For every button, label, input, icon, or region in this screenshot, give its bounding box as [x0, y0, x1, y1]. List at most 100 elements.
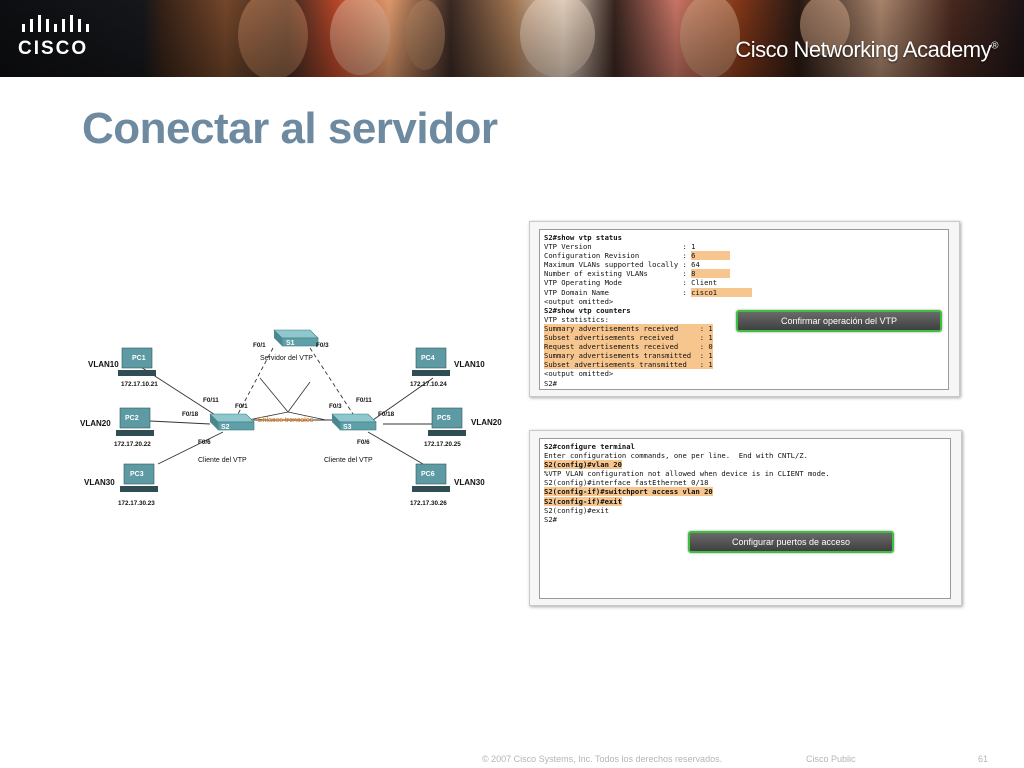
terminal-line: S2(config)#interface fastEthernet 0/18: [544, 478, 950, 487]
header-banner: CISCO Cisco Networking Academy®: [0, 0, 1024, 77]
terminal-line: Enter configuration commands, one per li…: [544, 451, 950, 460]
terminal-line: VTP Operating Mode : Client: [544, 278, 948, 287]
pc-6-vlan: VLAN30: [454, 478, 485, 487]
terminal-line-text: <output omitted>: [544, 296, 614, 306]
trunk-arrows: [247, 377, 327, 421]
pc-5-name: PC5: [437, 415, 451, 422]
pc-3-ip: 172.17.30.23: [118, 500, 155, 507]
pc-3-name: PC3: [130, 471, 144, 478]
footer-page-number: 61: [978, 754, 989, 764]
pc-1: PC1: [118, 347, 156, 376]
terminal-line-text: S2(config-if)#exit: [544, 496, 622, 506]
cisco-bars-icon: [22, 15, 89, 32]
pc-4-ip: 172.17.10.24: [410, 381, 447, 388]
terminal-line: S2(config)#exit: [544, 506, 950, 515]
pc-4-name: PC4: [421, 355, 435, 362]
link-pc3-s2: [157, 431, 224, 465]
trunk-label: Enlaces troncales: [258, 417, 314, 424]
network-diagram: S1 S2 S3 PC1 PC2 PC3: [78, 318, 508, 518]
terminal-line-text: S2(config)#exit: [544, 505, 609, 515]
banner-shade: [0, 0, 1024, 77]
pc-2-name: PC2: [125, 415, 139, 422]
footer-classification: Cisco Public: [806, 754, 856, 764]
port-s1-right: F0/3: [316, 342, 329, 349]
pc-4-vlan: VLAN10: [454, 360, 485, 369]
pc-6: PC6: [412, 463, 450, 492]
terminal-line: Number of existing VLANs : 8: [544, 269, 948, 279]
terminal-line: VTP Domain Name : cisco1: [544, 287, 948, 297]
switch-s3-label: S3: [343, 424, 352, 431]
trunk-s1-s3: [309, 347, 354, 415]
terminal-line: Summary advertisements received : 1: [544, 323, 948, 333]
pc-1-ip: 172.17.10.21: [121, 381, 158, 388]
terminal-line: S2(config-if)#exit: [544, 496, 950, 506]
terminal-line: Request advertisements received : 0: [544, 342, 948, 352]
terminal-line: <output omitted>: [544, 369, 948, 378]
port-s1-left: F0/1: [253, 342, 266, 349]
terminal-line-text: VTP Version : 1: [544, 242, 696, 252]
pc-1-vlan: VLAN10: [88, 360, 119, 369]
configure-access-ports-button[interactable]: Configurar puertos de acceso: [688, 531, 894, 553]
port-s3-bottom: F0/6: [357, 439, 370, 446]
terminal-line: Subset advertisements received : 1: [544, 333, 948, 343]
terminal-line: S2#: [544, 515, 950, 524]
terminal-line: Subset advertisements transmitted : 1: [544, 360, 948, 370]
academy-name-text: Cisco Networking Academy: [735, 37, 992, 62]
terminal-line-text: S2(config)#interface fastEthernet 0/18: [544, 478, 709, 488]
switch-s1: S1: [273, 329, 319, 347]
terminal-line-text: S2#: [544, 514, 557, 524]
terminal-line-text: Number of existing VLANs :: [544, 269, 692, 279]
port-s2-top-left: F0/11: [203, 397, 219, 404]
terminal-line: Maximum VLANs supported locally : 64: [544, 260, 948, 269]
pc-2-vlan: VLAN20: [80, 419, 111, 428]
switch-s1-role: Servidor del VTP: [260, 355, 313, 362]
pc-6-name: PC6: [421, 471, 435, 478]
switch-s2-role: Cliente del VTP: [198, 457, 247, 464]
confirm-vtp-button[interactable]: Confirmar operación del VTP: [736, 310, 942, 332]
terminal-line: VTP Version : 1: [544, 242, 948, 251]
terminal-line-text: %VTP VLAN configuration not allowed when…: [544, 469, 830, 479]
terminal-line-text: S2(config)#vlan 20: [544, 460, 622, 470]
port-s3-right: F0/18: [378, 411, 395, 418]
port-s3-top: F0/3: [329, 403, 342, 410]
pc-3: PC3: [120, 463, 158, 492]
port-s2-top: F0/1: [235, 403, 248, 410]
terminal-line-text: Summary advertisements transmitted : 1: [544, 351, 713, 361]
terminal-line-text: Summary advertisements received : 1: [544, 323, 713, 333]
terminal-line-text: S2#: [544, 378, 557, 388]
link-s3-pc4: [372, 377, 434, 421]
terminal-line-text: S2#configure terminal: [544, 442, 635, 451]
terminal-line: S2#: [544, 379, 948, 388]
link-pc2-s2: [149, 420, 211, 425]
terminal-line: Configuration Revision : 6: [544, 251, 948, 261]
terminal-highlighted-value: 8: [691, 269, 731, 279]
pc-3-vlan: VLAN30: [84, 478, 115, 487]
pc-5-ip: 172.17.20.25: [424, 441, 461, 448]
terminal-line: %VTP VLAN configuration not allowed when…: [544, 469, 950, 478]
terminal-line: Summary advertisements transmitted : 1: [544, 351, 948, 361]
pc-5-vlan: VLAN20: [471, 418, 502, 427]
terminal-line: VTP statistics:: [544, 315, 948, 324]
terminal-line: S2#show vtp status: [544, 233, 948, 242]
terminal-line: <output omitted>: [544, 297, 948, 306]
terminal-line-text: Configuration Revision :: [544, 251, 692, 261]
terminal-line-text: Maximum VLANs supported locally : 64: [544, 260, 700, 270]
terminal-line: S2(config)#vlan 20: [544, 460, 950, 470]
terminal-line-text: Subset advertisements received : 1: [544, 333, 713, 343]
pc-2: PC2: [116, 407, 154, 436]
terminal-line-text: VTP statistics:: [544, 314, 609, 324]
trunk-s1-s2: [237, 347, 274, 415]
trunk-links: [237, 347, 354, 415]
academy-name: Cisco Networking Academy®: [735, 37, 998, 63]
terminal-line-text: VTP Operating Mode : Client: [544, 278, 718, 288]
pc-2-ip: 172.17.20.22: [114, 441, 151, 448]
pc-4: PC4: [412, 347, 450, 376]
terminal-line-text: S2#show vtp counters: [544, 305, 631, 315]
terminal-line-text: S2#show vtp status: [544, 233, 622, 242]
terminal-highlighted-value: cisco1: [691, 287, 752, 297]
